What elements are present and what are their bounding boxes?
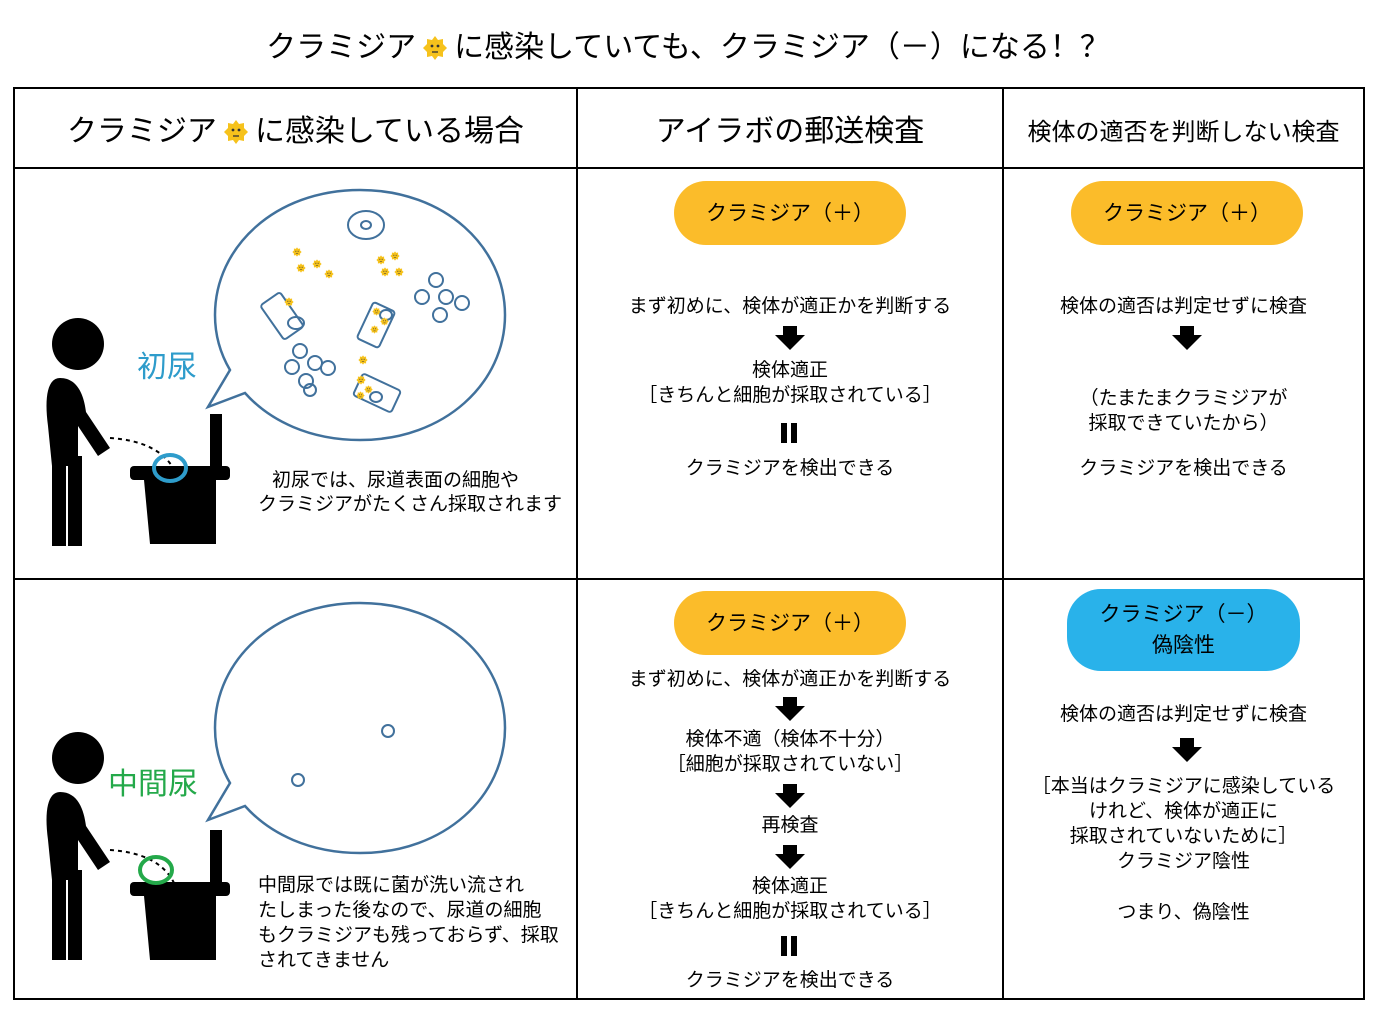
down-arrow-icon <box>775 326 805 350</box>
germ-icon <box>223 119 249 145</box>
step-text: 検体の適否は判定せずに検査 <box>1059 295 1307 317</box>
result-text: クラミジアを検出できる <box>1079 457 1288 479</box>
caption-midstream-urine-3: もクラミジアも残っておらず、採取 <box>258 924 559 946</box>
caption-first-urine-1: 初尿では、尿道表面の細胞や <box>272 469 520 491</box>
header-col1-part2: に感染している場合 <box>254 114 525 149</box>
grid-left <box>13 87 15 1000</box>
urine-stream <box>109 849 179 895</box>
down-arrow-icon <box>775 845 805 869</box>
step-text: ［きちんと細胞が採取されている］ <box>638 384 942 406</box>
grid-top <box>13 87 1365 89</box>
speech-bubble-midstream-urine <box>205 601 507 855</box>
cell-icon <box>260 210 402 413</box>
header-col2: アイラボの郵送検査 <box>655 114 925 149</box>
down-arrow-icon <box>1172 738 1202 762</box>
step-text: 検体不適（検体不十分） <box>685 728 895 750</box>
note-text: ［本当はクラミジアに感染している <box>1031 775 1336 797</box>
step-text: 検体の適否は判定せずに検査 <box>1059 703 1307 725</box>
note-text: けれど、検体が適正に <box>1088 800 1279 822</box>
note-text: 採取できていたから） <box>1088 412 1279 434</box>
step-text: ［きちんと細胞が採取されている］ <box>638 900 942 922</box>
step-text: ［細胞が採取されていない］ <box>666 753 914 775</box>
caption-midstream-urine-2: たしまった後なので、尿道の細胞 <box>258 899 542 921</box>
status-badge-negative: クラミジア（－） 偽陰性 <box>1067 589 1300 671</box>
down-arrow-icon <box>775 697 805 721</box>
speech-bubble-first-urine <box>205 188 507 442</box>
caption-midstream-urine-4: されてきません <box>258 949 390 971</box>
header-col1: クラミジア に感染している場合 <box>15 106 576 150</box>
grid-bottom <box>13 998 1365 1000</box>
caption-first-urine-2: クラミジアがたくさん採取されます <box>258 493 563 515</box>
status-badge-positive: クラミジア（＋） <box>1071 181 1303 245</box>
header-col1-part1: クラミジア <box>66 114 217 149</box>
step-text: 再検査 <box>761 814 819 836</box>
step-text: 検体適正 <box>751 359 828 381</box>
step-text: まず初めに、検体が適正かを判断する <box>628 295 952 317</box>
step-text: まず初めに、検体が適正かを判断する <box>628 668 952 690</box>
caption-midstream-urine-1: 中間尿では既に菌が洗い流され <box>258 874 525 896</box>
down-arrow-icon <box>1172 326 1202 350</box>
label-first-urine: 初尿 <box>137 350 197 385</box>
label-midstream-urine: 中間尿 <box>108 767 198 802</box>
status-badge-positive: クラミジア（＋） <box>674 591 906 655</box>
note-text: （たまたまクラミジアが <box>1079 387 1288 409</box>
note-text: クラミジア陰性 <box>1116 850 1250 872</box>
title-part1: クラミジア <box>266 30 417 65</box>
grid-col-divider-1 <box>576 87 578 1000</box>
step-text: 検体適正 <box>751 875 828 897</box>
germ-icon <box>422 35 448 61</box>
pill-line2: 偽陰性 <box>1152 633 1215 657</box>
equals-icon <box>781 423 797 443</box>
note-text: 採取されていないために］ <box>1069 825 1298 847</box>
grid-row-divider <box>13 578 1365 580</box>
down-arrow-icon <box>775 784 805 808</box>
grid-col-divider-2 <box>1002 87 1004 1000</box>
urine-stream <box>109 437 188 483</box>
grid-right <box>1363 87 1365 1000</box>
equals-icon <box>781 936 797 956</box>
pill-line1: クラミジア（－） <box>1099 602 1268 626</box>
page-title: クラミジア に感染していても、クラミジア（－）になる！？ <box>0 22 1376 66</box>
grid-header-bottom <box>13 167 1365 169</box>
result-text: クラミジアを検出できる <box>685 969 895 991</box>
status-badge-positive: クラミジア（＋） <box>674 181 906 245</box>
header-col3: 検体の適否を判断しない検査 <box>1027 118 1340 146</box>
title-part2: に感染していても、クラミジア（－）になる！？ <box>454 30 1110 65</box>
conclusion-text: つまり、偽陰性 <box>1117 901 1250 923</box>
result-text: クラミジアを検出できる <box>685 457 895 479</box>
